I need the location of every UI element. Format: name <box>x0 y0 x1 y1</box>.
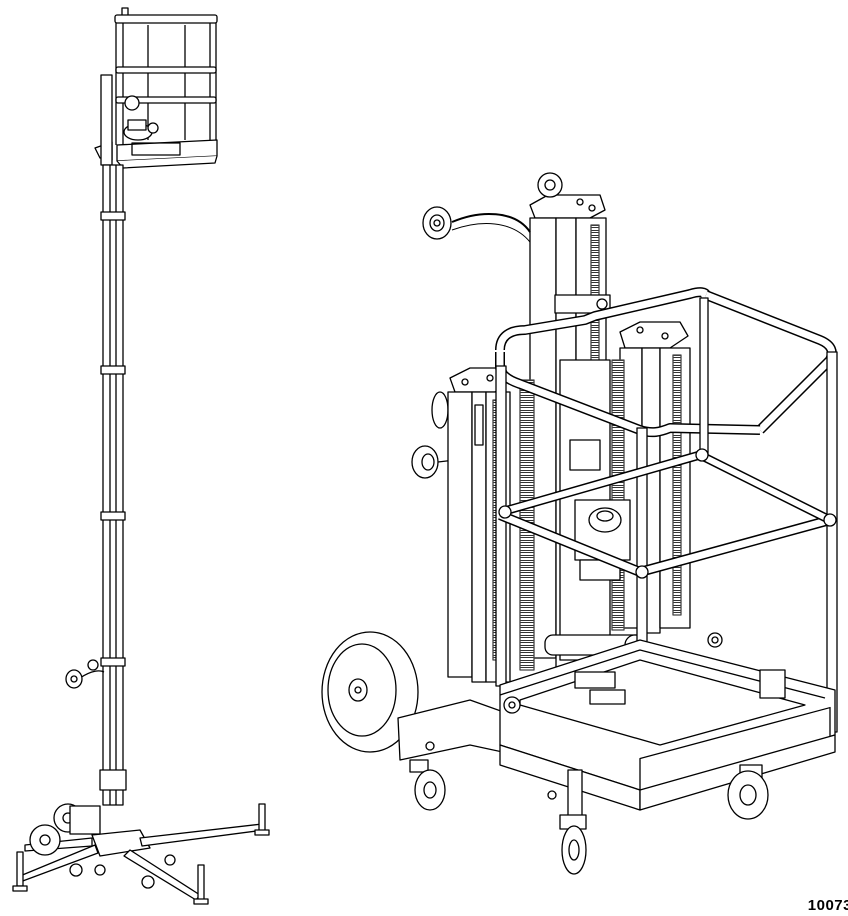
caster-right <box>727 764 769 820</box>
handle-wheel <box>65 659 105 689</box>
platform-cage <box>495 287 838 759</box>
mast <box>99 74 127 806</box>
base-frame <box>499 632 836 811</box>
transport-wheel <box>321 631 419 753</box>
stowed-lift-icon <box>321 172 838 875</box>
part-number-label: 10073 <box>807 897 848 914</box>
extended-lift-icon <box>12 7 270 905</box>
handle-wheel-upper <box>422 206 531 243</box>
caster-front <box>547 769 587 875</box>
platform-cage <box>94 14 218 169</box>
caster-left <box>409 759 446 811</box>
outrigger-base <box>12 803 270 905</box>
handle-wheel-lower <box>411 391 456 479</box>
